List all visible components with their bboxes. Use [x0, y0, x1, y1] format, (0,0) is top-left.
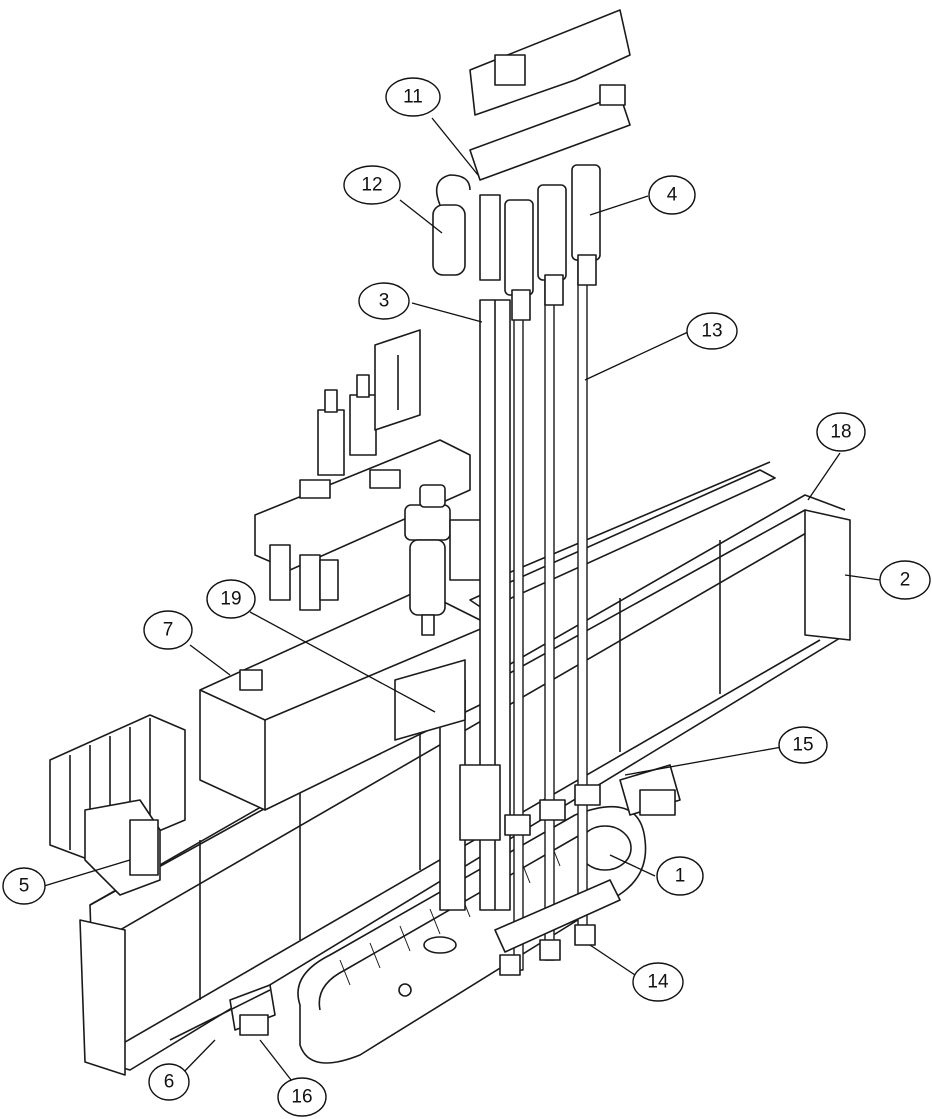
svg-text:15: 15 — [792, 735, 813, 756]
callout-13: 13 — [686, 312, 738, 350]
leader-3 — [411, 302, 483, 323]
svg-text:5: 5 — [19, 876, 30, 897]
leader-2 — [844, 574, 881, 581]
filter-housing — [404, 484, 486, 636]
svg-text:2: 2 — [900, 570, 911, 591]
callout-16: 16 — [277, 1077, 327, 1117]
svg-text:3: 3 — [379, 291, 390, 312]
callout-7: 7 — [143, 610, 193, 650]
svg-text:16: 16 — [291, 1087, 312, 1108]
svg-text:7: 7 — [163, 620, 174, 641]
side-bracket — [84, 799, 161, 896]
leader-7 — [189, 644, 231, 676]
machine-body — [49, 9, 851, 1076]
hydraulic-cylinders — [504, 164, 601, 321]
leader-15 — [624, 746, 783, 776]
lower-clamps — [494, 784, 621, 976]
outrigger-rear — [619, 764, 681, 816]
leader-16 — [259, 1039, 296, 1086]
svg-text:18: 18 — [830, 422, 851, 443]
leader-11 — [431, 117, 479, 176]
outrigger-front — [169, 984, 276, 1041]
callout-19: 19 — [206, 579, 256, 619]
svg-text:6: 6 — [164, 1072, 175, 1093]
leader-12 — [399, 199, 443, 234]
svg-text:19: 19 — [220, 589, 241, 610]
callout-14: 14 — [632, 962, 684, 1002]
callout-4: 4 — [648, 175, 696, 215]
svg-text:4: 4 — [667, 185, 678, 206]
callout-2: 2 — [879, 560, 931, 600]
callout-18: 18 — [816, 412, 866, 452]
leader-5 — [43, 859, 131, 887]
leader-19 — [249, 611, 436, 713]
svg-text:12: 12 — [361, 175, 382, 196]
mast-head — [469, 9, 631, 281]
leader-1 — [609, 854, 656, 877]
callouts: 11 12 4 3 13 18 2 19 — [2, 77, 931, 1117]
svg-text:13: 13 — [701, 321, 722, 342]
svg-text:11: 11 — [403, 87, 423, 108]
callout-11: 11 — [385, 77, 441, 117]
callout-12: 12 — [343, 165, 401, 205]
callout-5: 5 — [2, 867, 46, 905]
callout-1: 1 — [656, 856, 704, 896]
callout-3: 3 — [358, 282, 410, 320]
leader-18 — [807, 452, 841, 501]
leader-4 — [589, 195, 649, 216]
accumulator — [432, 174, 471, 276]
rear-plate — [374, 329, 421, 431]
mast-column — [394, 299, 511, 911]
leader-14 — [589, 944, 636, 976]
svg-text:14: 14 — [647, 972, 669, 993]
svg-text:1: 1 — [675, 866, 686, 887]
valve-bank — [254, 374, 471, 611]
callout-6: 6 — [148, 1063, 190, 1101]
leader-13 — [584, 331, 689, 381]
callout-15: 15 — [778, 726, 828, 764]
